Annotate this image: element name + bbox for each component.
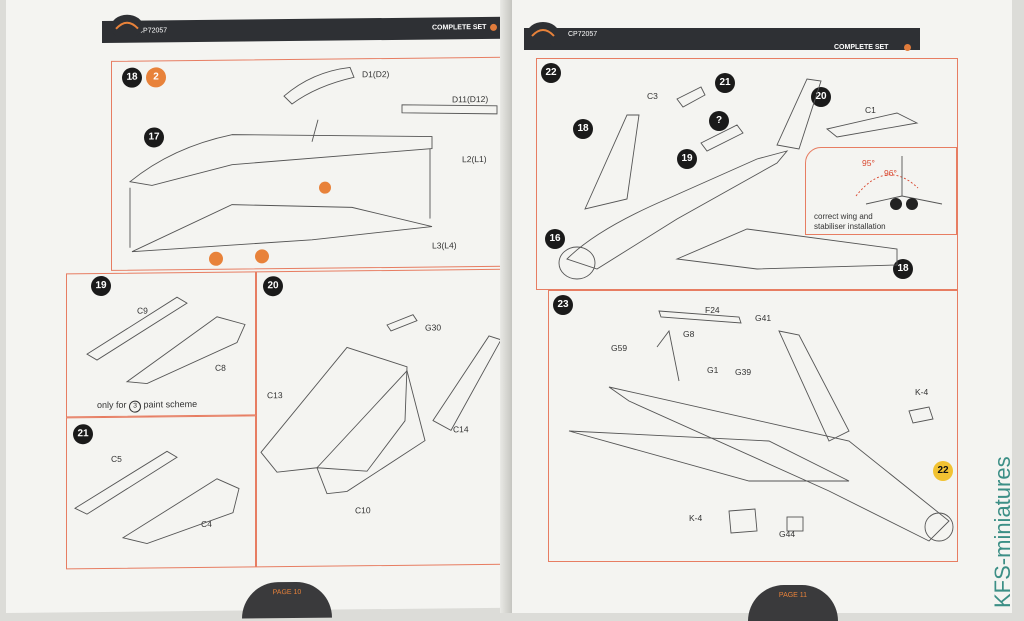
part-g39: G39 (735, 367, 752, 377)
panel-step-22: 22 C3 C1 21 ? 20 18 19 16 18 (536, 58, 958, 290)
right-header: CP72057 COMPLETE SET (524, 28, 920, 51)
sub-step-16-badge: 16 (545, 229, 565, 249)
part-c5-c4-drawing (74, 450, 240, 544)
angle-95: 95° (862, 158, 875, 168)
right-page: CP72057 COMPLETE SET 22 C3 C1 21 ? 20 18… (512, 0, 1012, 621)
panel-step-19: 19 C9 C8 only for 3 paint scheme (66, 271, 256, 418)
fuselage-half-drawing (260, 314, 502, 495)
sub-step-19-badge: 19 (677, 149, 697, 169)
wing-drawing (128, 66, 498, 266)
tail-view-icon (855, 156, 943, 210)
page-11-footer: PAGE 11 (748, 585, 838, 621)
right-header-set: COMPLETE SET (834, 44, 889, 51)
step-22-badge: 22 (541, 63, 561, 83)
right-header-dot (904, 44, 911, 51)
sub-step-18-badge: 18 (573, 119, 593, 139)
panel-step-23: 23 F24 G41 G8 G59 G1 G39 K-4 K-4 G44 22 (548, 290, 958, 562)
part-g1: G1 (707, 365, 719, 375)
part-g8: G8 (683, 329, 695, 339)
part-k4-top: K-4 (915, 387, 929, 397)
sub-step-18b-badge: 18 (893, 259, 913, 279)
brand-logo-icon (111, 14, 143, 39)
right-header-code: CP72057 (568, 31, 598, 38)
part-c3: C3 (647, 91, 658, 101)
left-header-dot (490, 23, 497, 31)
watermark: KFS-miniatures (990, 456, 1015, 608)
panel-step-18: 18 2 17 D1(D2) D11(D12) L2(L1) L3(L4) (111, 56, 504, 271)
part-c9-c8-drawing (86, 296, 246, 384)
step-23-badge: 23 (553, 295, 573, 315)
fuselage-wing-assembly-drawing (558, 78, 919, 280)
full-aircraft-drawing (568, 310, 954, 542)
sub-step-22-badge: 22 (933, 461, 953, 481)
sub-step-unknown-badge: ? (709, 111, 729, 131)
left-header: CP72057 COMPLETE SET (102, 16, 504, 43)
part-c1: C1 (865, 105, 876, 115)
part-k4-bottom: K-4 (689, 513, 703, 523)
panel-step-21: 21 C5 C4 (66, 415, 256, 570)
angle-96: 96° (884, 168, 897, 178)
panel-step-20: 20 G30 C13 C14 C10 (256, 268, 504, 568)
sub-step-21-badge: 21 (715, 73, 735, 93)
brand-logo-icon (527, 22, 559, 46)
part-g41: G41 (755, 313, 772, 323)
left-header-set: COMPLETE SET (432, 23, 487, 32)
part-f24: F24 (705, 305, 720, 315)
sub-step-20-badge: 20 (811, 87, 831, 107)
part-g44: G44 (779, 529, 796, 539)
inset-note: correct wing and stabiliser installation (814, 212, 886, 231)
installation-inset: 95° 96° correct wing and stabiliser inst… (805, 147, 957, 235)
left-page: CP72057 COMPLETE SET 18 2 17 D1(D2) D11(… (6, 0, 512, 619)
watermark-text: KFS-miniatures (990, 456, 1015, 608)
part-g59: G59 (611, 343, 628, 353)
